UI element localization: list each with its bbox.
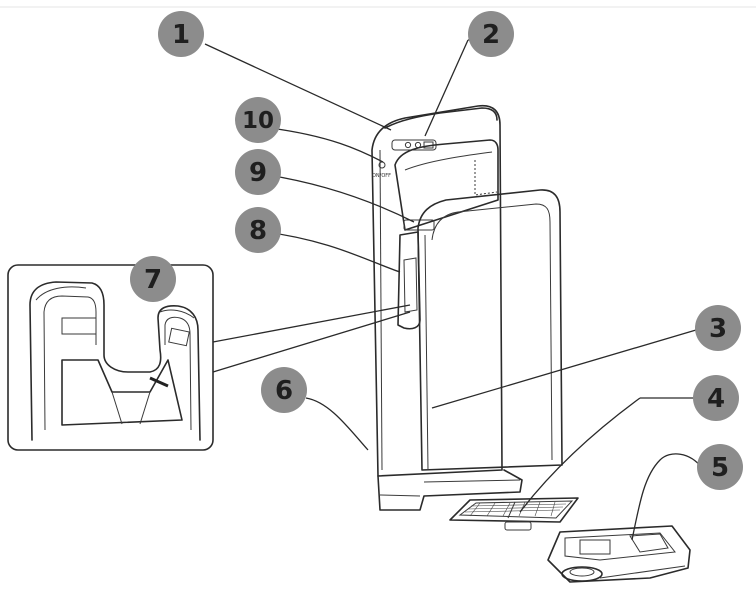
svg-text:1: 1 [172, 20, 190, 50]
svg-text:3: 3 [709, 314, 727, 344]
callout-10: 10 [235, 97, 281, 143]
svg-text:5: 5 [711, 453, 729, 483]
leader-lines [204, 37, 703, 541]
callout-9: 9 [235, 149, 281, 195]
svg-text:8: 8 [249, 216, 267, 246]
switch-label: ON/OFF [372, 173, 391, 179]
svg-text:2: 2 [482, 20, 500, 50]
callout-4: 4 [693, 375, 739, 421]
water-tray [547, 525, 691, 583]
callout-7: 7 [130, 256, 176, 302]
svg-text:9: 9 [249, 158, 267, 188]
callout-5: 5 [697, 444, 743, 490]
air-outlet [403, 219, 435, 231]
inset-connector-bottom [212, 311, 411, 373]
callout-8: 8 [235, 207, 281, 253]
callout-6: 6 [261, 367, 307, 413]
callout-3: 3 [695, 305, 741, 351]
callout-2: 2 [468, 11, 514, 57]
inset-connector-top [212, 304, 411, 343]
svg-text:10: 10 [242, 108, 274, 134]
inset-detail [7, 264, 214, 451]
filter [449, 497, 579, 531]
svg-text:7: 7 [144, 265, 162, 295]
dryer-body: ON/OFF [371, 104, 563, 511]
callout-1: 1 [158, 11, 204, 57]
svg-text:6: 6 [275, 376, 293, 406]
svg-text:4: 4 [707, 384, 725, 414]
inset-frame [7, 264, 214, 451]
